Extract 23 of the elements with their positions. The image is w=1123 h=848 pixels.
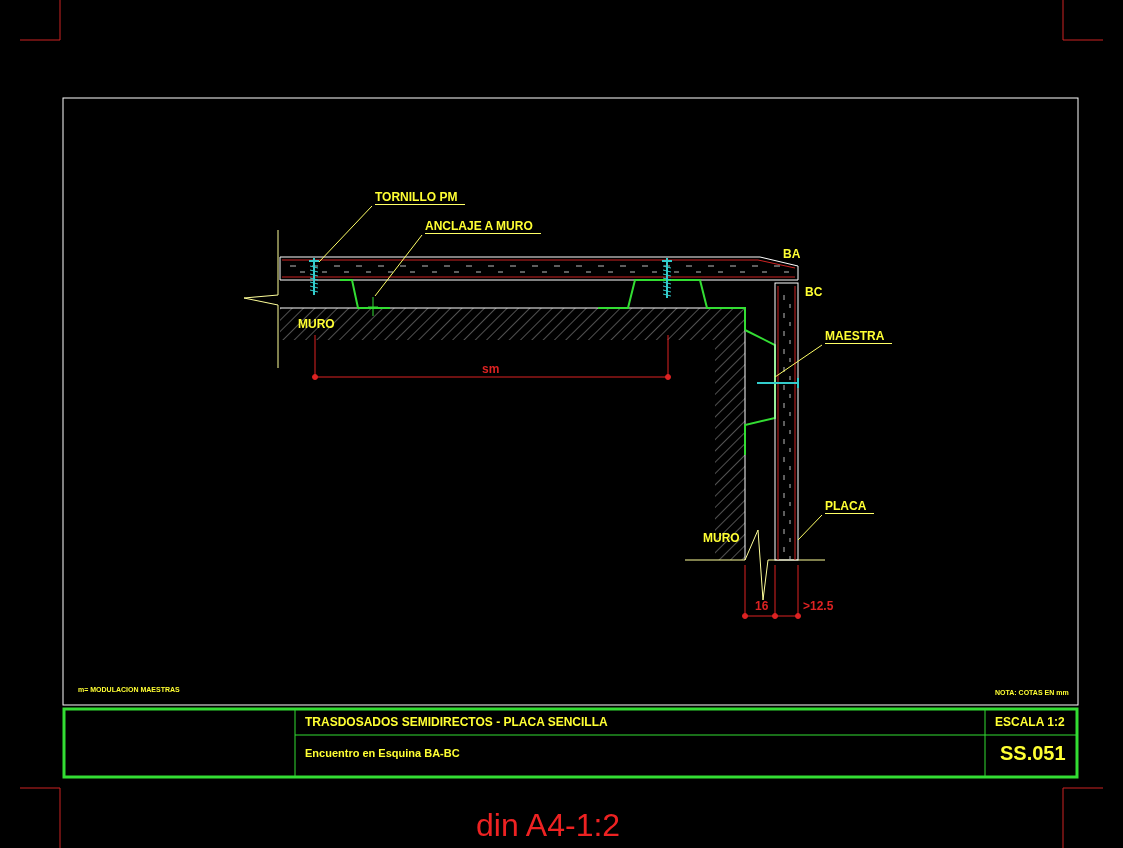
part-label: BA (783, 247, 801, 261)
callout-label: ANCLAJE A MURO (425, 219, 541, 234)
drawing-number: SS.051 (1000, 742, 1066, 765)
title-text: TRASDOSADOS SEMIDIRECTOS - PLACA SENCILLA (305, 715, 608, 729)
leader-line (774, 344, 823, 378)
dimension-text: sm (482, 362, 500, 376)
callout-label: TORNILLO PM (375, 190, 466, 205)
part-label: MURO (298, 317, 335, 331)
callout-label: MAESTRA (825, 329, 893, 344)
part-label: MURO (703, 531, 740, 545)
dimension-text: 16 (755, 599, 769, 613)
part-label: BC (805, 285, 823, 299)
anchor-drawing (367, 296, 379, 317)
scale-text: ESCALA 1:2 (995, 715, 1065, 729)
sheet-label: din A4-1:2 (476, 808, 621, 843)
callout-label: PLACA (825, 499, 875, 514)
screw-drawing (308, 257, 320, 296)
subtitle-text: Encuentro en Esquina BA-BC (305, 746, 460, 760)
leader-line (374, 234, 423, 297)
leader-line (318, 205, 373, 263)
dimension-text: >12.5 (803, 599, 834, 613)
board-panel (774, 282, 799, 561)
leader-line (797, 514, 823, 541)
